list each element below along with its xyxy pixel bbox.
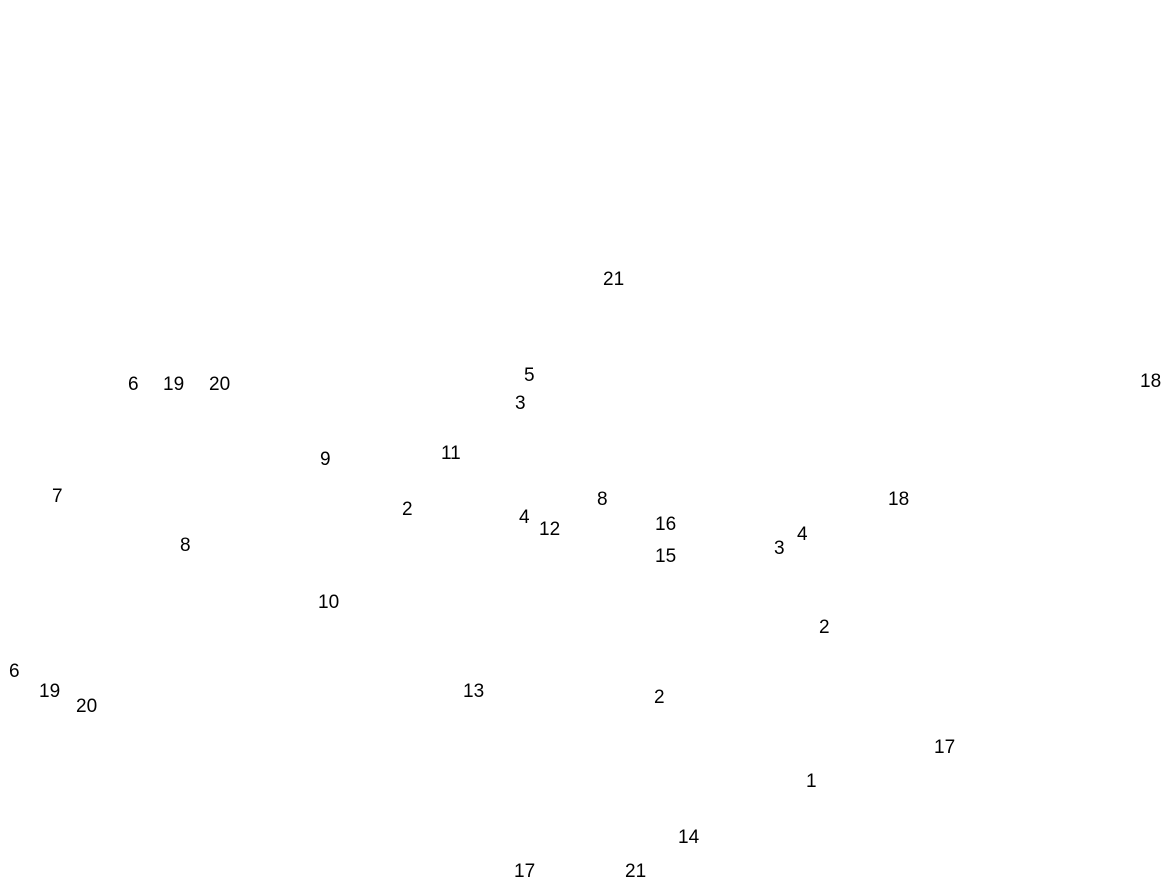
callout-9: 9 xyxy=(320,449,331,470)
callout-15: 15 xyxy=(655,546,677,567)
callout-20: 20 xyxy=(76,696,98,717)
callout-3: 3 xyxy=(515,393,526,414)
callout-14: 14 xyxy=(678,827,700,848)
callout-11: 11 xyxy=(441,443,461,464)
callout-4: 4 xyxy=(797,524,808,545)
callout-18: 18 xyxy=(888,489,910,510)
callout-20: 20 xyxy=(209,374,231,395)
callout-17: 17 xyxy=(934,737,956,758)
callout-19: 19 xyxy=(163,374,185,395)
callout-19: 19 xyxy=(39,681,61,702)
callout-2: 2 xyxy=(402,499,413,520)
callout-6: 6 xyxy=(128,374,139,395)
callout-13: 13 xyxy=(463,681,485,702)
callout-2: 2 xyxy=(819,617,830,638)
callout-2: 2 xyxy=(654,687,665,708)
callout-17: 17 xyxy=(514,861,536,882)
callout-21: 21 xyxy=(603,269,625,290)
callout-4: 4 xyxy=(519,507,530,528)
callout-18: 18 xyxy=(1140,371,1162,392)
callout-1: 1 xyxy=(806,771,817,792)
callout-16: 16 xyxy=(655,514,677,535)
callout-7: 7 xyxy=(52,486,63,507)
callout-12: 12 xyxy=(539,519,561,540)
callout-5: 5 xyxy=(524,365,535,386)
callout-21: 21 xyxy=(625,861,647,882)
callout-6: 6 xyxy=(9,661,20,682)
callout-3: 3 xyxy=(774,538,785,559)
callout-10: 10 xyxy=(318,592,340,613)
callout-8: 8 xyxy=(597,489,608,510)
callout-8: 8 xyxy=(180,535,191,556)
